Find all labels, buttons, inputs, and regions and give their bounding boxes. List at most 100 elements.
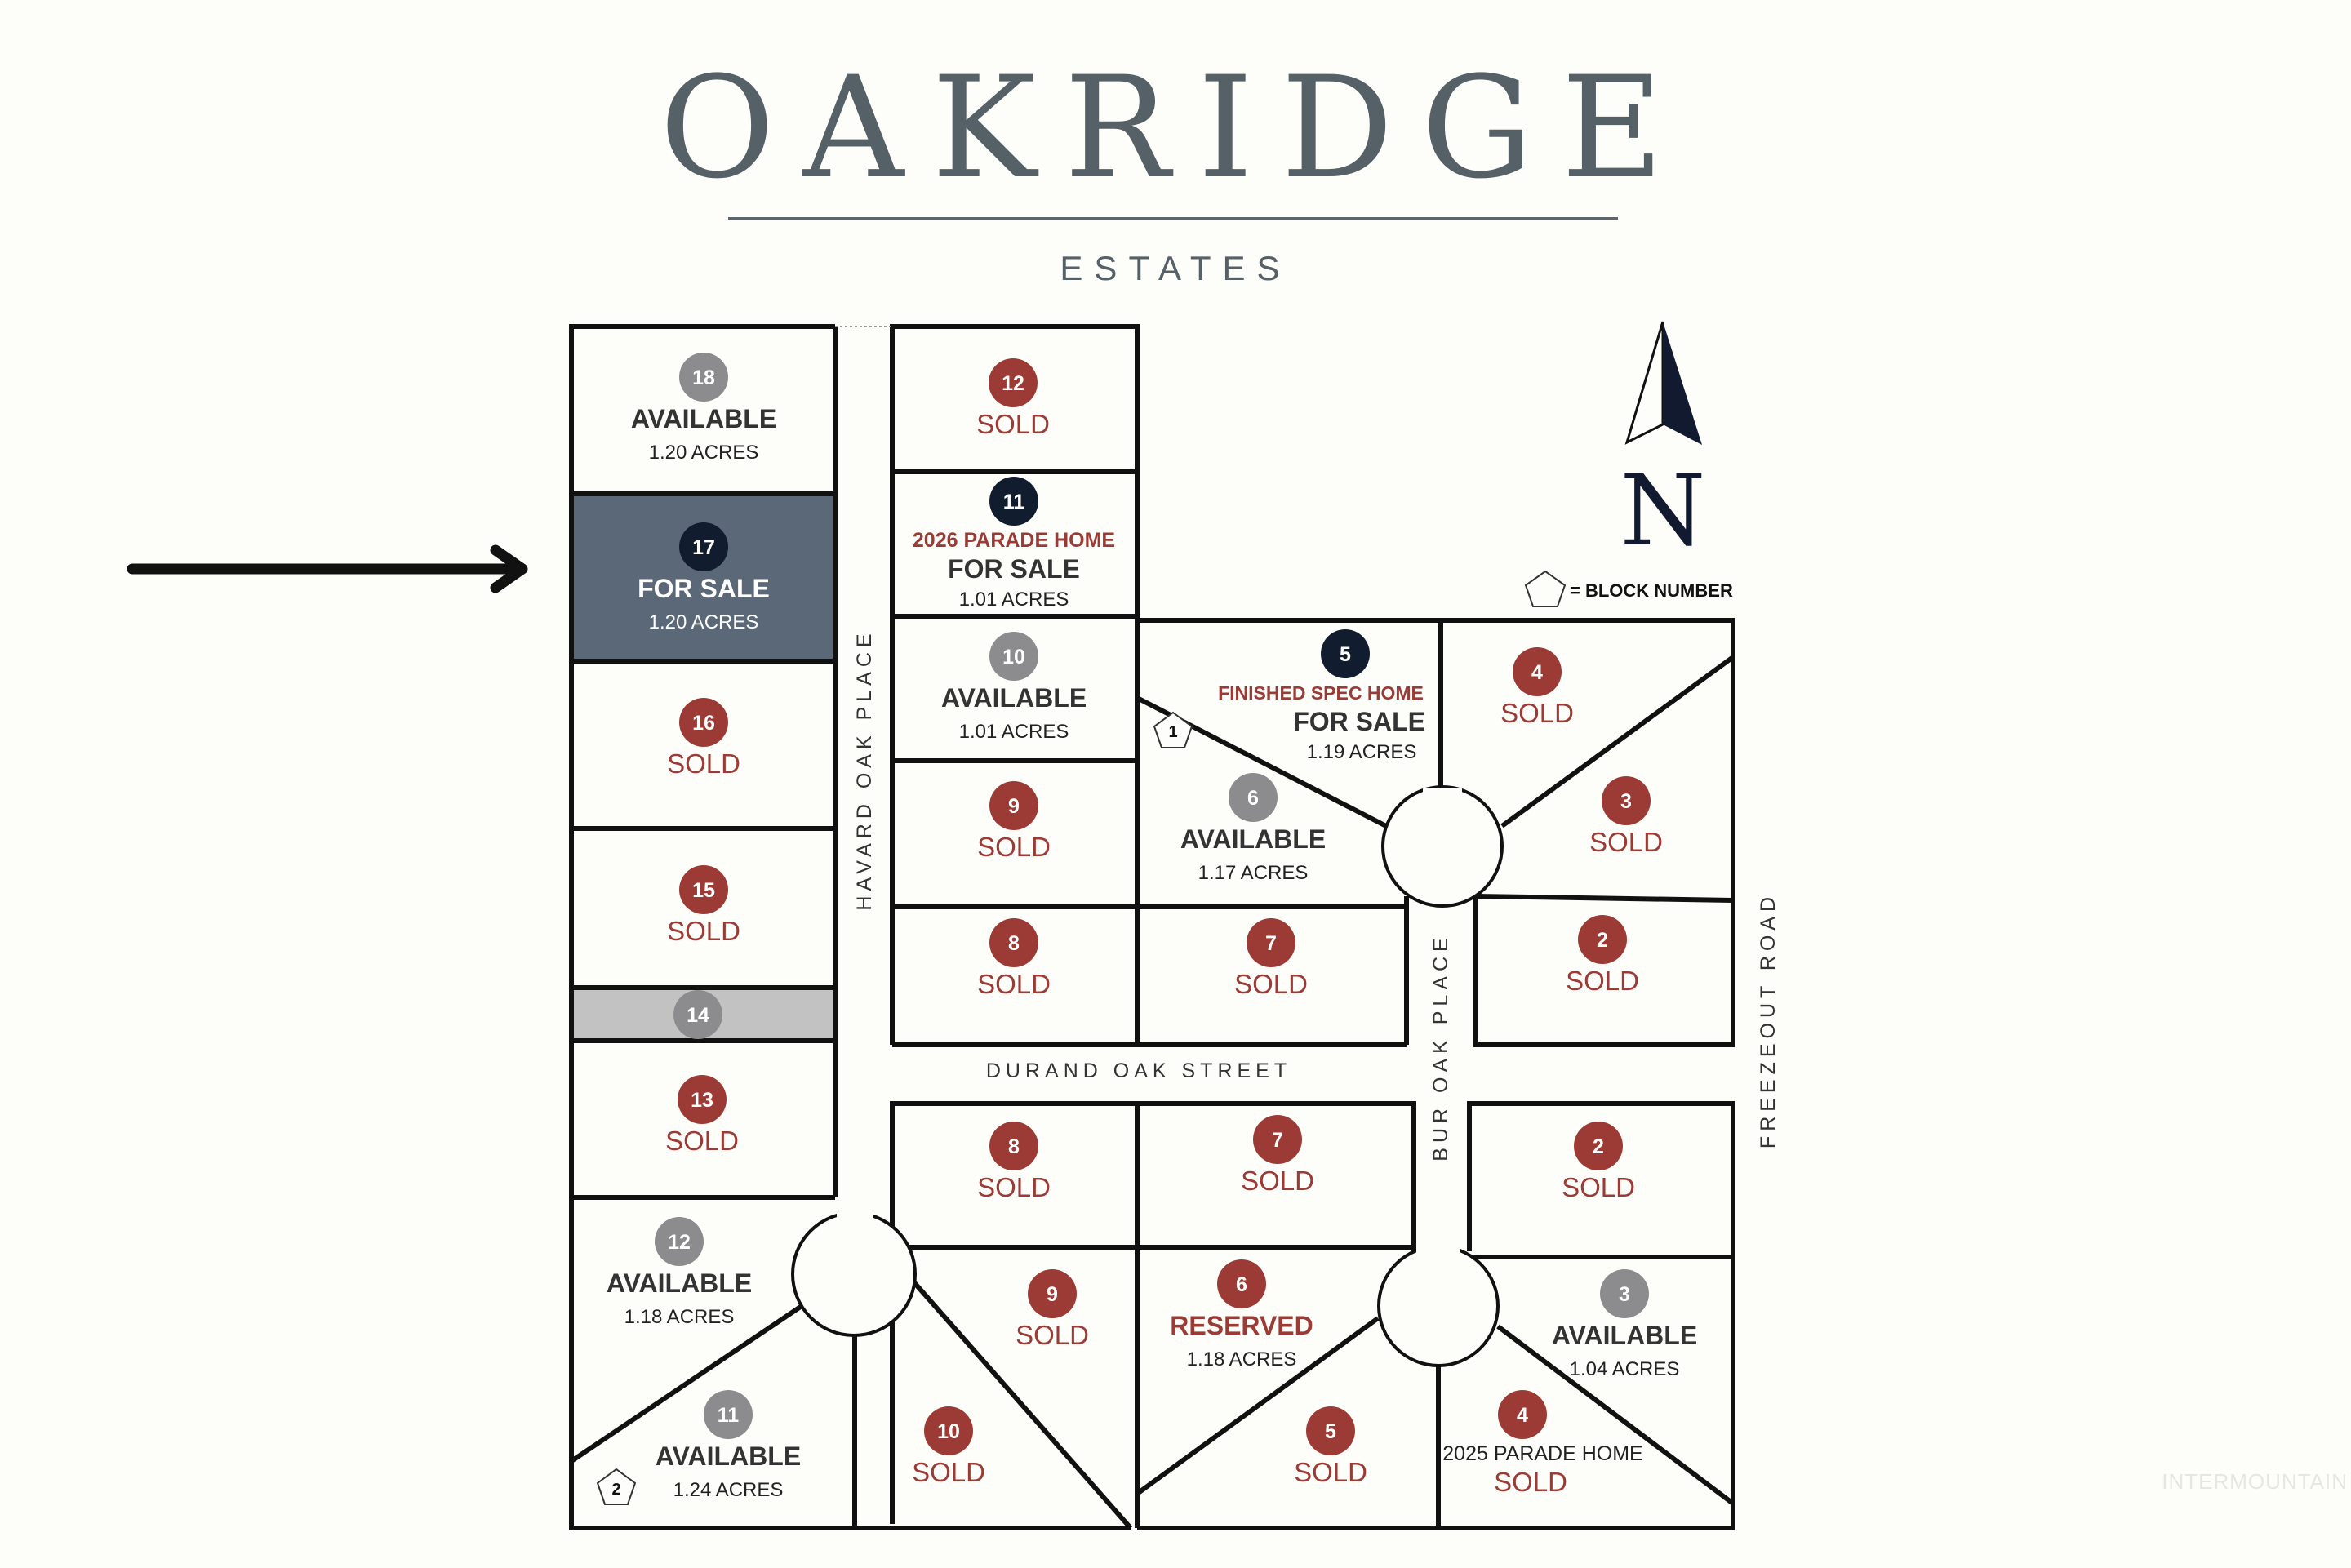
lot-number: 11 [1003,491,1025,513]
compass-letter: N [1620,455,1706,568]
lot-status: SOLD [1234,969,1308,999]
lot-status: SOLD [667,748,740,779]
lot-number-badge [989,632,1038,681]
lot-number: 8 [1008,1135,1020,1158]
lot-number-badge [673,990,722,1039]
lot-status: AVAILABLE [941,683,1087,713]
lot-number-badge [924,1406,973,1455]
lot-number-badge [989,477,1038,526]
lot-status: FOR SALE [638,574,770,603]
lot-status: FOR SALE [1293,707,1425,736]
lot-number-badge [679,522,728,571]
lot-status: SOLD [1494,1467,1567,1497]
lot-acres: 1.19 ACRES [1307,741,1417,763]
lot-status: AVAILABLE [1552,1321,1697,1350]
lot-status: SOLD [1589,827,1663,857]
brand-subtitle: ESTATES [1060,249,1291,287]
lot-number: 12 [668,1231,691,1254]
lot-status: FOR SALE [948,554,1080,584]
lot-number: 4 [1531,661,1543,684]
lot-number-badge [1217,1259,1266,1308]
lot-status: SOLD [1566,966,1639,996]
lot-status: AVAILABLE [607,1268,752,1298]
lot-number-badge [989,358,1038,407]
lot-number-badge [989,1122,1038,1170]
brand-title: OAKRIDGE [659,46,1692,210]
lot-number-badge [1574,1122,1623,1170]
lot-number-badge [989,918,1038,967]
lot-number-badge [989,781,1038,830]
lot-acres: 1.04 ACRES [1570,1358,1680,1380]
title-divider [728,217,1618,220]
lot-acres: 1.18 ACRES [1187,1348,1297,1370]
lot-number: 7 [1265,932,1277,955]
lot-number-badge [1498,1390,1547,1439]
lot-status: SOLD [976,409,1050,439]
lot-status: SOLD [1241,1166,1314,1196]
lot-number: 6 [1236,1273,1247,1296]
cul-de-sac-bur-north [1381,785,1504,908]
lot-number-badge [704,1390,753,1439]
lot-number: 14 [687,1004,709,1027]
pentagon-icon [1524,570,1567,607]
lot-number-badge [678,1075,727,1124]
lot-number-badge [679,353,728,402]
lot-number: 5 [1340,643,1351,666]
lot-status: SOLD [1294,1457,1367,1487]
lot-status: SOLD [665,1126,739,1156]
highlight-arrow-icon [127,544,528,593]
lot-number: 11 [718,1404,740,1427]
lot-acres: 1.01 ACRES [959,721,1069,743]
lot-number: 15 [692,879,715,902]
lot-number-badge [1247,918,1295,967]
lot-number: 10 [1002,646,1025,669]
lot-number-badge [1600,1269,1649,1318]
lot-tag: 2026 PARADE HOME [913,529,1115,552]
lot-number: 2 [1593,1135,1604,1158]
lot-number-badge [1229,773,1278,822]
lot-number: 5 [1325,1420,1336,1443]
lot-number: 9 [1047,1283,1058,1306]
lot-number: 4 [1517,1404,1528,1427]
lot-number: 16 [692,712,715,735]
lot-acres: 1.20 ACRES [649,611,759,633]
cul-de-sac-bur-south [1377,1245,1500,1367]
street-durand-oak-street: DURAND OAK STREET [986,1059,1291,1082]
lot-number: 8 [1008,932,1020,955]
lot-number-badge [1306,1406,1355,1455]
lot-number-badge [1602,776,1651,825]
lot-number: 3 [1619,1283,1630,1306]
lot-number: 7 [1272,1129,1283,1152]
lot-b2-14[interactable]: 14 [673,990,722,1039]
street-havard-oak-place: HAVARD OAK PLACE [853,629,876,910]
lot-number: 18 [692,366,715,389]
